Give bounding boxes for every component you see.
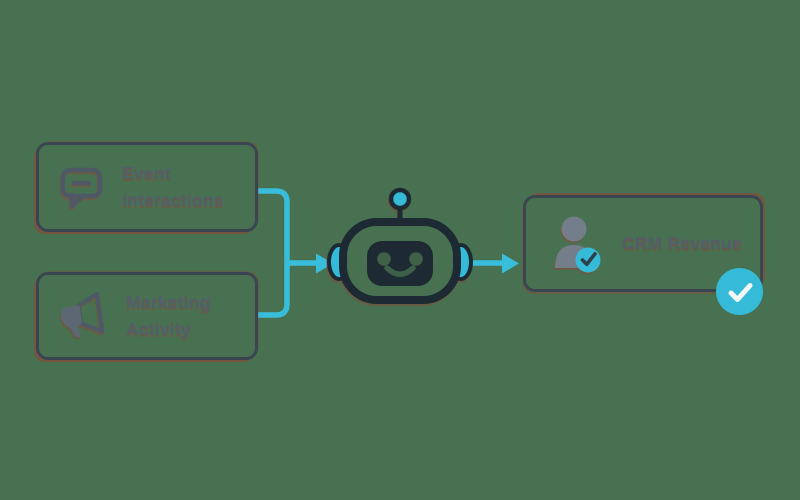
marketing-activity-box: Marketing Activity: [36, 272, 258, 360]
megaphone-icon: [58, 291, 108, 341]
marketing-activity-label: Marketing Activity: [126, 291, 211, 339]
crm-revenue-label: CRM Revenue: [622, 232, 742, 253]
crm-revenue-box: CRM Revenue: [523, 195, 763, 315]
arrowhead-to-robot: [316, 253, 333, 274]
event-interactions-box: Event Interactions: [36, 142, 258, 232]
check-circle-icon: [716, 268, 763, 315]
person-check-icon: [552, 215, 602, 273]
robot-face: [367, 241, 433, 286]
merge-connector: [255, 188, 319, 318]
robot-antenna: [388, 187, 412, 226]
arrowhead-to-crm: [502, 253, 519, 274]
robot-icon: [326, 184, 474, 308]
chat-bubble-icon: [58, 163, 104, 211]
event-interactions-label: Event Interactions: [122, 162, 224, 210]
